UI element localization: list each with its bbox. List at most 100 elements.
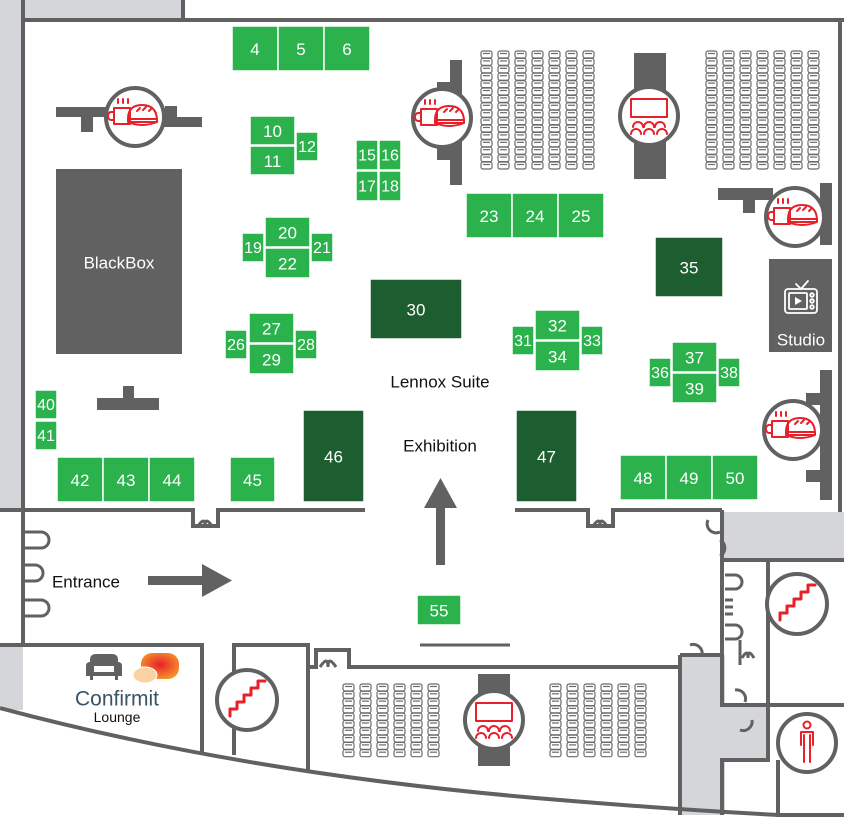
booth-25[interactable]: 25 bbox=[557, 192, 605, 239]
booth-27[interactable]: 27 bbox=[248, 312, 295, 344]
booth-43[interactable]: 43 bbox=[102, 456, 150, 503]
booth-shape[interactable] bbox=[534, 309, 581, 341]
booth-38[interactable]: 38 bbox=[717, 357, 741, 388]
booth-5[interactable]: 5 bbox=[277, 25, 325, 72]
booth-shape[interactable] bbox=[310, 232, 334, 263]
booth-35[interactable]: 35 bbox=[654, 236, 724, 298]
booth-shape[interactable] bbox=[711, 454, 759, 501]
chair bbox=[565, 79, 578, 89]
booth-shape[interactable] bbox=[264, 216, 311, 248]
booth-50[interactable]: 50 bbox=[711, 454, 759, 501]
booth-shape[interactable] bbox=[34, 389, 58, 420]
booth-15[interactable]: 15 bbox=[355, 139, 379, 171]
booth-29[interactable]: 29 bbox=[248, 343, 295, 375]
stairs-icon[interactable] bbox=[765, 572, 829, 636]
booth-shape[interactable] bbox=[302, 409, 365, 503]
booth-4[interactable]: 4 bbox=[231, 25, 279, 72]
booth-30[interactable]: 30 bbox=[369, 278, 463, 340]
booth-shape[interactable] bbox=[671, 372, 718, 404]
booth-shape[interactable] bbox=[515, 409, 578, 503]
booth-33[interactable]: 33 bbox=[580, 325, 604, 356]
booth-48[interactable]: 48 bbox=[619, 454, 667, 501]
booth-shape[interactable] bbox=[224, 329, 248, 360]
booth-shape[interactable] bbox=[416, 594, 462, 626]
catering-icon[interactable] bbox=[104, 86, 166, 148]
booth-42[interactable]: 42 bbox=[56, 456, 104, 503]
booth-47[interactable]: 47 bbox=[515, 409, 578, 503]
theatre-icon[interactable] bbox=[463, 689, 525, 751]
booth-40[interactable]: 40 bbox=[34, 389, 58, 420]
studio-label[interactable]: Studio bbox=[777, 331, 825, 350]
booth-shape[interactable] bbox=[648, 357, 672, 388]
booth-16[interactable]: 16 bbox=[378, 139, 402, 171]
booth-shape[interactable] bbox=[231, 25, 279, 72]
booth-19[interactable]: 19 bbox=[241, 232, 265, 263]
booth-shape[interactable] bbox=[534, 340, 581, 372]
booth-44[interactable]: 44 bbox=[148, 456, 196, 503]
blackbox-label[interactable]: BlackBox bbox=[84, 254, 155, 273]
booth-26[interactable]: 26 bbox=[224, 329, 248, 360]
booth-shape[interactable] bbox=[295, 131, 319, 162]
booth-55[interactable]: 55 bbox=[416, 594, 462, 626]
booth-10[interactable]: 10 bbox=[249, 115, 296, 146]
booth-shape[interactable] bbox=[249, 115, 296, 146]
booth-18[interactable]: 18 bbox=[378, 170, 402, 202]
catering-icon[interactable] bbox=[764, 186, 826, 248]
booth-49[interactable]: 49 bbox=[665, 454, 713, 501]
booth-shape[interactable] bbox=[378, 139, 402, 171]
booth-11[interactable]: 11 bbox=[249, 145, 296, 176]
booth-shape[interactable] bbox=[248, 312, 295, 344]
booth-shape[interactable] bbox=[717, 357, 741, 388]
booth-20[interactable]: 20 bbox=[264, 216, 311, 248]
catering-icon[interactable] bbox=[411, 87, 473, 149]
booth-shape[interactable] bbox=[34, 420, 58, 451]
booth-34[interactable]: 34 bbox=[534, 340, 581, 372]
stairs-icon[interactable] bbox=[215, 668, 279, 732]
booth-31[interactable]: 31 bbox=[511, 325, 535, 356]
booth-shape[interactable] bbox=[249, 145, 296, 176]
booth-shape[interactable] bbox=[511, 325, 535, 356]
booth-24[interactable]: 24 bbox=[511, 192, 559, 239]
booth-shape[interactable] bbox=[241, 232, 265, 263]
male-toilet-icon[interactable] bbox=[776, 712, 838, 774]
booth-22[interactable]: 22 bbox=[264, 247, 311, 279]
booth-shape[interactable] bbox=[355, 170, 379, 202]
booth-shape[interactable] bbox=[248, 343, 295, 375]
booth-shape[interactable] bbox=[580, 325, 604, 356]
booth-39[interactable]: 39 bbox=[671, 372, 718, 404]
chair bbox=[705, 57, 718, 67]
booth-21[interactable]: 21 bbox=[310, 232, 334, 263]
booth-shape[interactable] bbox=[654, 236, 724, 298]
booth-shape[interactable] bbox=[557, 192, 605, 239]
booth-shape[interactable] bbox=[102, 456, 150, 503]
chair bbox=[705, 109, 718, 118]
booth-shape[interactable] bbox=[264, 247, 311, 279]
booth-shape[interactable] bbox=[355, 139, 379, 171]
chair bbox=[739, 102, 752, 111]
booth-17[interactable]: 17 bbox=[355, 170, 379, 202]
booth-12[interactable]: 12 bbox=[295, 131, 319, 162]
booth-37[interactable]: 37 bbox=[671, 341, 718, 373]
booth-shape[interactable] bbox=[465, 192, 513, 239]
booth-shape[interactable] bbox=[323, 25, 371, 72]
booth-shape[interactable] bbox=[511, 192, 559, 239]
booth-6[interactable]: 6 bbox=[323, 25, 371, 72]
booth-shape[interactable] bbox=[671, 341, 718, 373]
booth-23[interactable]: 23 bbox=[465, 192, 513, 239]
booth-36[interactable]: 36 bbox=[648, 357, 672, 388]
booth-46[interactable]: 46 bbox=[302, 409, 365, 503]
booth-shape[interactable] bbox=[294, 329, 318, 360]
catering-icon[interactable] bbox=[762, 399, 824, 461]
booth-shape[interactable] bbox=[665, 454, 713, 501]
booth-shape[interactable] bbox=[369, 278, 463, 340]
booth-28[interactable]: 28 bbox=[294, 329, 318, 360]
booth-41[interactable]: 41 bbox=[34, 420, 58, 451]
booth-32[interactable]: 32 bbox=[534, 309, 581, 341]
booth-shape[interactable] bbox=[229, 456, 276, 503]
booth-45[interactable]: 45 bbox=[229, 456, 276, 503]
booth-shape[interactable] bbox=[378, 170, 402, 202]
chair bbox=[705, 72, 718, 81]
booth-shape[interactable] bbox=[148, 456, 196, 503]
booth-shape[interactable] bbox=[619, 454, 667, 501]
theatre-icon[interactable] bbox=[618, 85, 680, 147]
